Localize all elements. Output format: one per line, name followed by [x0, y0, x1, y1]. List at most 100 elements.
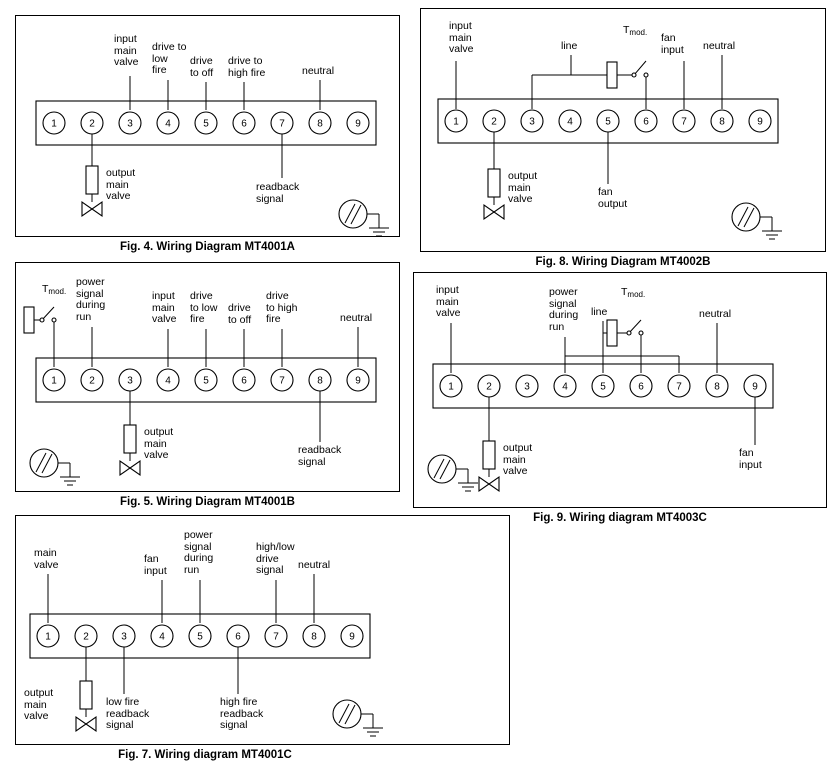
terminal-8: [302, 624, 326, 648]
label-main-valve: main valve: [34, 547, 59, 571]
terminal-5: [194, 368, 218, 392]
terminal-number-2: 2: [89, 376, 95, 387]
terminal-1: [42, 111, 66, 135]
output-main-valve-symbol: [483, 132, 505, 221]
ground-symbol: [29, 448, 80, 486]
figure-caption-fig4: Fig. 4. Wiring Diagram MT4001A: [120, 241, 295, 253]
terminal-number-4: 4: [567, 117, 573, 128]
terminal-6: [232, 111, 256, 135]
terminal-number-1: 1: [448, 382, 454, 393]
leader-lines: [91, 327, 359, 442]
terminal-number-9: 9: [752, 382, 758, 393]
terminal-7: [672, 109, 696, 133]
output-main-valve-symbol: [75, 647, 97, 733]
terminal-7: [264, 624, 288, 648]
terminal-number-8: 8: [317, 376, 323, 387]
terminal-8: [710, 109, 734, 133]
terminal-number-7: 7: [681, 117, 687, 128]
terminal-2: [80, 368, 104, 392]
label-neutral: neutral: [703, 40, 736, 52]
terminal-number-7: 7: [279, 376, 285, 387]
terminal-6: [634, 109, 658, 133]
figure-caption-fig7: Fig. 7. Wiring diagram MT4001C: [118, 749, 292, 761]
ground-symbol: [338, 199, 389, 237]
terminal-number-5: 5: [600, 382, 606, 393]
terminal-5: [591, 374, 615, 398]
label-output-main-valve: output main valve: [508, 170, 538, 205]
switch-blade-icon: [41, 306, 55, 321]
thermostat-icon: [606, 319, 618, 347]
label-neutral: neutral: [340, 312, 373, 324]
terminal-9: [346, 368, 370, 392]
valve-icon: [129, 459, 141, 477]
terminal-number-9: 9: [757, 117, 763, 128]
terminal-number-6: 6: [643, 117, 649, 128]
terminal-number-6: 6: [241, 376, 247, 387]
label-line: line: [591, 306, 608, 318]
label-input-main-valve: input main valve: [114, 33, 139, 68]
terminal-number-7: 7: [273, 632, 279, 643]
label-fan-input: fan input: [144, 553, 167, 577]
terminal-7: [270, 368, 294, 392]
switch-blade-icon: [633, 60, 647, 76]
terminal-number-6: 6: [241, 119, 247, 130]
figure-caption-fig5: Fig. 5. Wiring Diagram MT4001B: [120, 496, 295, 508]
terminal-4: [156, 368, 180, 392]
label-high-low-drive-signal: high/low drive signal: [256, 541, 295, 576]
label-readback-signal: readback signal: [256, 181, 300, 205]
terminal-number-9: 9: [349, 632, 355, 643]
label-power-signal-during-run: power signal during run: [76, 276, 106, 323]
label-fan-input: fan input: [661, 32, 684, 56]
terminal-1: [42, 368, 66, 392]
valve-icon: [85, 715, 97, 733]
label-output-main-valve: output main valve: [144, 426, 174, 461]
terminal-number-7: 7: [676, 382, 682, 393]
terminal-8: [308, 111, 332, 135]
label-drive-to-low-fire: drive to low fire: [190, 290, 218, 325]
terminal-number-7: 7: [279, 119, 285, 130]
terminal-number-8: 8: [311, 632, 317, 643]
label-input-main-valve: input main valve: [152, 290, 177, 325]
terminal-number-2: 2: [491, 117, 497, 128]
label-fan-input: fan input: [739, 447, 762, 471]
terminal-number-6: 6: [638, 382, 644, 393]
terminal-number-2: 2: [89, 119, 95, 130]
terminal-number-2: 2: [486, 382, 492, 393]
terminal-1: [444, 109, 468, 133]
valve-icon: [483, 203, 495, 221]
leader-lines: [129, 76, 321, 178]
tmod-thermostat-switch: [602, 319, 644, 373]
label-drive-to-high-fire: drive to high fire: [266, 290, 298, 325]
motor-frame-icon: [338, 199, 368, 229]
label-power-signal-during-run: power signal during run: [549, 286, 579, 333]
terminal-number-4: 4: [159, 632, 165, 643]
output-main-valve-symbol: [478, 397, 500, 493]
terminal-8: [705, 374, 729, 398]
switch-blade-icon: [628, 319, 642, 334]
terminal-number-6: 6: [235, 632, 241, 643]
label-tmod: Tmod.: [623, 24, 648, 37]
ground-symbol: [427, 454, 478, 492]
switch-contact-icon: [631, 72, 637, 78]
figure-caption-fig8: Fig. 8. Wiring Diagram MT4002B: [535, 256, 711, 268]
label-high-fire-readback-signal: high fire readback signal: [220, 696, 264, 731]
leader-lines: [47, 574, 315, 694]
leader-lines: [455, 55, 723, 184]
terminal-number-8: 8: [317, 119, 323, 130]
switch-contact-icon: [643, 72, 649, 78]
terminal-number-3: 3: [524, 382, 530, 393]
terminal-number-4: 4: [165, 376, 171, 387]
output-main-valve-symbol: [119, 391, 141, 477]
terminal-5: [188, 624, 212, 648]
switch-contact-icon: [51, 317, 57, 323]
